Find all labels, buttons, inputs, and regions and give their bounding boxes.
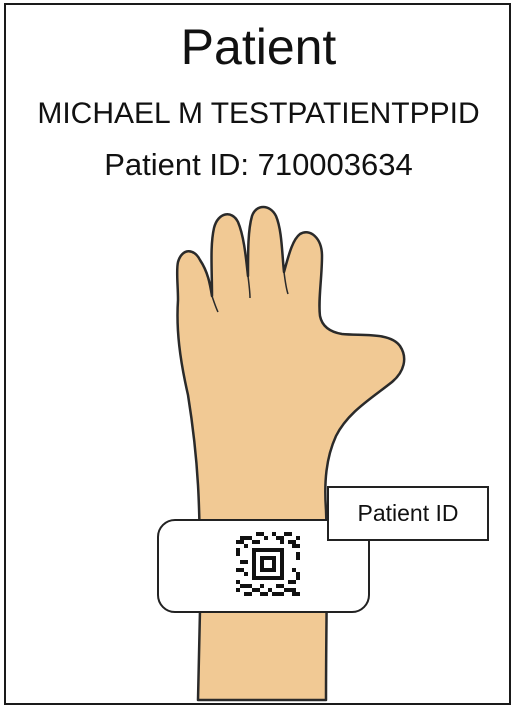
patient-id-callout: Patient ID <box>327 486 489 541</box>
patient-id-callout-label: Patient ID <box>358 500 459 527</box>
2d-barcode-icon <box>236 531 300 597</box>
hand-shape <box>177 207 404 700</box>
